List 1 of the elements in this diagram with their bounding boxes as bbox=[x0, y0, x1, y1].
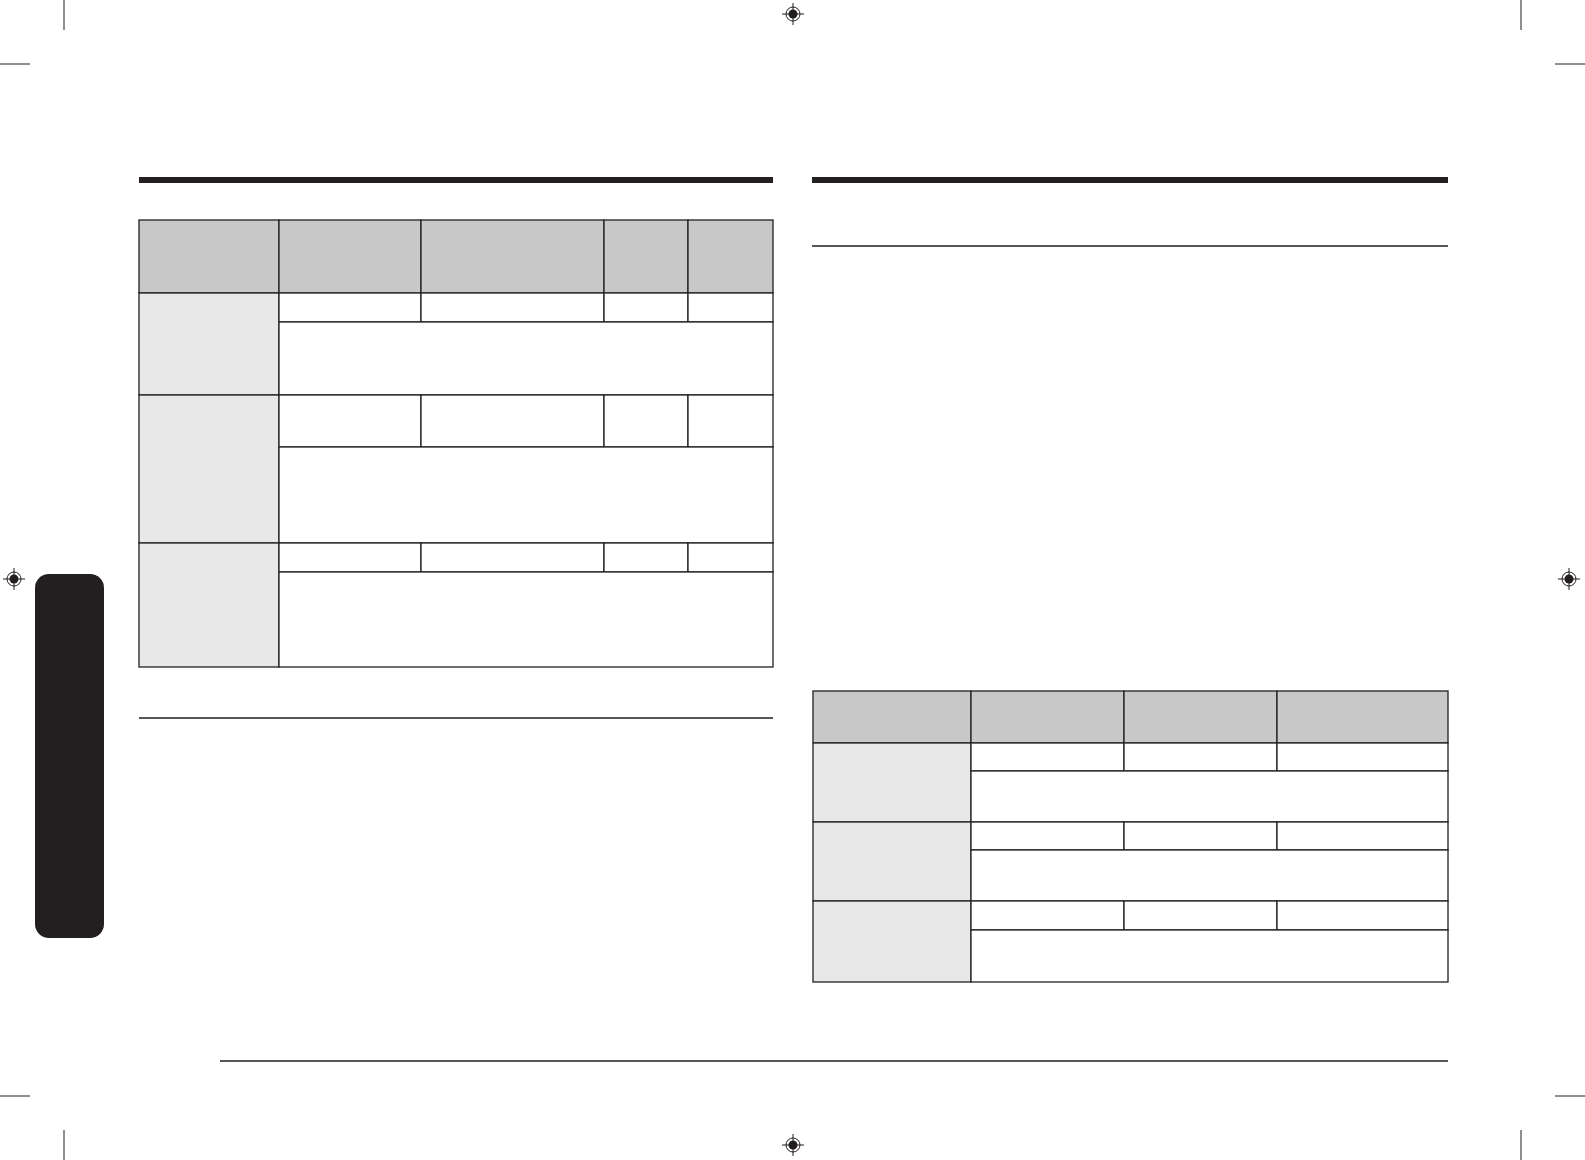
side-tab bbox=[35, 574, 104, 938]
